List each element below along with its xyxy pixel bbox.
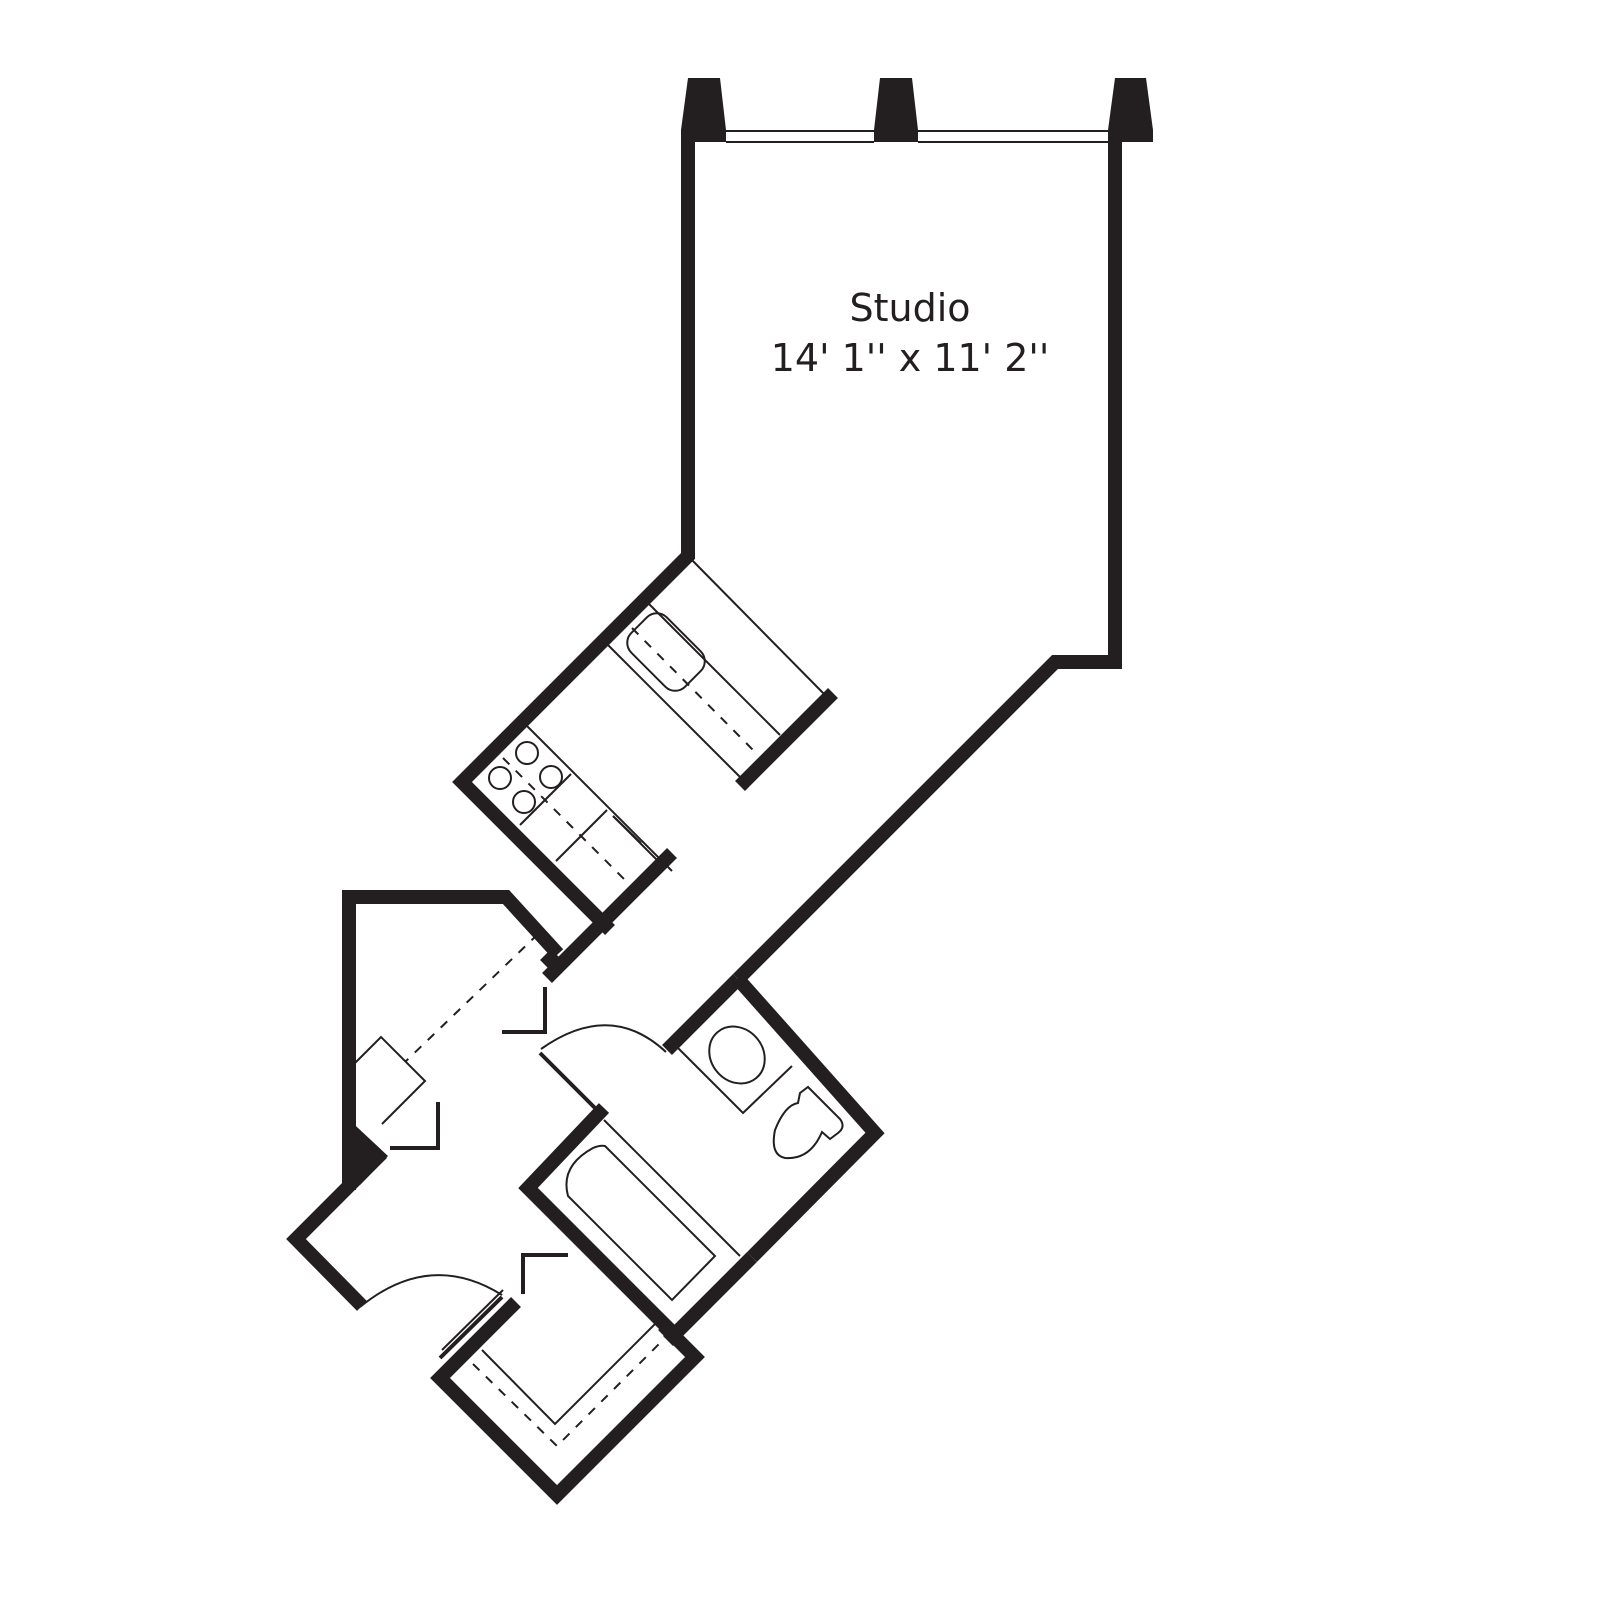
bath-wall-right: [732, 974, 885, 1262]
burner-1: [515, 741, 539, 765]
bathroom-sink: [708, 1025, 766, 1085]
closet-rod: [404, 933, 539, 1063]
bath-wall-bottom: [663, 1252, 757, 1346]
closet: [342, 890, 564, 1190]
entry-closet-shelf: [481, 1318, 661, 1426]
closet-wall: [342, 890, 564, 1190]
room-dimensions-label: 14' 1'' x 11' 2'': [770, 336, 1050, 380]
vanity-counter: [676, 1046, 793, 1115]
entry-door-jamb: [521, 1253, 568, 1294]
kitchen-wall-end-lower: [542, 848, 677, 983]
bathtub: [565, 1144, 717, 1302]
window-pier-right: [1108, 78, 1153, 142]
closet-wall-stub: [540, 949, 561, 970]
burner-3: [539, 765, 563, 789]
kitchen-stove-counter: [488, 723, 673, 886]
closet-door-jamb-lower: [390, 1102, 440, 1150]
entry-closet-wall: [430, 1297, 705, 1505]
kitchen-sink: [626, 612, 706, 692]
entry-closet-rod: [472, 1337, 666, 1448]
bath-door-leaf: [538, 1051, 604, 1117]
bath-wall-top: [662, 974, 743, 1055]
window-wall: [681, 78, 1153, 143]
kitchen-sink-counter: [603, 555, 829, 782]
tub-edge: [603, 1119, 741, 1257]
entry-door-leaf: [438, 1295, 504, 1360]
entry-closet: [430, 1289, 705, 1505]
room-name-label: Studio: [849, 286, 971, 330]
window-pier-left: [681, 78, 726, 142]
bath-door-swing: [540, 1024, 667, 1053]
window-pier-middle: [874, 78, 918, 142]
kitchen-wall-end-upper: [735, 688, 838, 791]
toilet: [772, 1085, 844, 1160]
bathroom: [518, 974, 885, 1346]
entry-door: [359, 1253, 568, 1360]
bath-wall-left: [518, 1103, 677, 1337]
entry-wall: [286, 1148, 387, 1311]
window-left: [726, 130, 874, 143]
closet-door-jamb-upper: [502, 987, 547, 1034]
entry-closet-sliding-door: [441, 1289, 504, 1351]
burner-4: [512, 790, 536, 814]
stove-burners: [488, 741, 563, 814]
studio-wall-left: [452, 135, 695, 935]
closet-shelf: [351, 1035, 427, 1125]
window-right: [918, 130, 1108, 143]
studio-wall-right: [733, 135, 1122, 984]
burner-2: [488, 766, 512, 790]
entry-door-swing: [359, 1274, 503, 1308]
